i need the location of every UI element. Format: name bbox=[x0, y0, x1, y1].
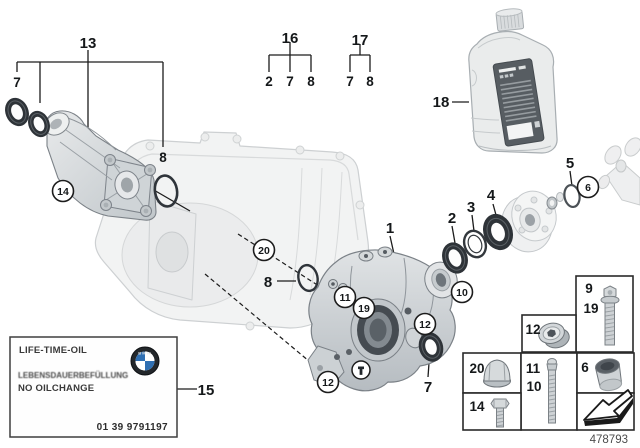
sleeve-glyph bbox=[595, 358, 623, 392]
shaft-seal-7b bbox=[28, 110, 50, 138]
legend-num-14: 14 bbox=[469, 399, 485, 414]
bottle-label bbox=[492, 58, 545, 147]
circled-callouts: 14 20 10 11 19 12 12 6 bbox=[51, 175, 600, 394]
hex-bolt-glyph bbox=[490, 398, 510, 428]
circled-20-text: 20 bbox=[258, 245, 270, 257]
lifetime-oil-sticker: LIFE-TIME-OIL LEBENSDAUERBEFÜLLUNG NO OI… bbox=[9, 336, 178, 438]
bmw-logo-text: BMW bbox=[138, 351, 152, 356]
callout-7-b17: 7 bbox=[346, 74, 354, 89]
circled-fastener-symbol bbox=[351, 360, 371, 380]
o-ring-8-middle bbox=[297, 263, 319, 293]
legend-num-19: 19 bbox=[583, 301, 598, 316]
ghost-oil-pan bbox=[94, 131, 370, 331]
legend-numbers: 9 19 12 20 11 10 6 14 bbox=[469, 281, 598, 414]
legend-num-20: 20 bbox=[469, 361, 484, 376]
callout-16: 16 bbox=[282, 30, 299, 47]
legend-box-14 bbox=[462, 392, 522, 431]
circlip-5 bbox=[563, 183, 581, 209]
callout-8-b17: 8 bbox=[366, 74, 374, 89]
circled-callout-20: 20 bbox=[252, 238, 276, 262]
callout-5: 5 bbox=[566, 155, 574, 172]
circled-11-text: 11 bbox=[339, 292, 350, 304]
doc-number: 478793 bbox=[590, 434, 628, 446]
circled-10-text: 10 bbox=[456, 287, 468, 299]
sticker-no-oilchange: NO OILCHANGE bbox=[18, 383, 94, 394]
legend-part-glyphs bbox=[483, 285, 633, 428]
circled-callout-10: 10 bbox=[450, 280, 474, 304]
sticker-blurred-line: LEBENSDAUERBEFÜLLUNG bbox=[18, 371, 128, 380]
flange-bolt-glyph bbox=[600, 285, 620, 346]
callout-4: 4 bbox=[487, 187, 496, 204]
output-shaft-housing-drawing bbox=[44, 110, 157, 221]
seal-4 bbox=[482, 213, 514, 251]
circled-6-text: 6 bbox=[585, 182, 591, 194]
ghost-driveshaft bbox=[597, 137, 640, 206]
circled-callout-19: 19 bbox=[352, 296, 376, 320]
circled-12-lower-text: 12 bbox=[322, 377, 334, 389]
callout-2-b16: 2 bbox=[265, 74, 273, 89]
callout-13: 13 bbox=[80, 35, 97, 52]
washer bbox=[546, 192, 564, 210]
long-bolt-glyph bbox=[546, 358, 558, 424]
callout-17: 17 bbox=[352, 32, 369, 49]
seal-2 bbox=[442, 242, 468, 274]
callout-8-b16: 8 bbox=[307, 74, 315, 89]
callout-3: 3 bbox=[467, 199, 475, 216]
sticker-title: LIFE-TIME-OIL bbox=[19, 345, 87, 356]
callout-labels: 13 7 8 16 2 7 8 17 7 8 18 1 2 3 4 5 8 7 … bbox=[13, 30, 574, 399]
circled-callout-12-upper: 12 bbox=[413, 312, 437, 336]
o-ring-8-left bbox=[153, 174, 179, 208]
legend-num-9: 9 bbox=[585, 281, 593, 296]
callout-8-left: 8 bbox=[159, 150, 167, 165]
seal-7-bottom bbox=[418, 332, 444, 362]
callout-18: 18 bbox=[433, 94, 450, 111]
callout-15: 15 bbox=[198, 382, 215, 399]
circled-callout-11: 11 bbox=[333, 285, 357, 309]
mini-bolt-icon bbox=[358, 366, 364, 375]
bmw-roundel-icon: BMW bbox=[130, 346, 160, 376]
circled-callout-12-lower: 12 bbox=[316, 370, 340, 394]
circled-19-text: 19 bbox=[358, 303, 370, 315]
callout-7-topleft: 7 bbox=[13, 75, 21, 90]
callout-7-bottom: 7 bbox=[424, 379, 432, 396]
legend-num-12: 12 bbox=[525, 322, 540, 337]
circled-12-upper-text: 12 bbox=[419, 319, 431, 331]
legend-num-6: 6 bbox=[581, 360, 589, 375]
dome-plug-glyph bbox=[483, 359, 511, 388]
callout-8-middle: 8 bbox=[264, 274, 272, 291]
front-differential-drawing bbox=[307, 246, 458, 392]
callout-1: 1 bbox=[386, 220, 394, 237]
shaft-seal-7a bbox=[5, 97, 29, 127]
callout-2: 2 bbox=[448, 210, 456, 227]
oil-bottle-drawing bbox=[468, 8, 558, 154]
ghost-output-flange bbox=[501, 190, 557, 253]
legend-num-11: 11 bbox=[526, 361, 541, 376]
circled-14-text: 14 bbox=[57, 186, 69, 198]
circled-callout-6: 6 bbox=[576, 175, 600, 199]
circled-callout-14: 14 bbox=[51, 179, 75, 203]
sticker-part-number: 01 39 9791197 bbox=[97, 422, 168, 433]
callout-7-b16: 7 bbox=[286, 74, 294, 89]
drain-plug-glyph bbox=[538, 322, 570, 349]
ring-3 bbox=[462, 229, 488, 259]
direction-arrow-icon bbox=[583, 389, 633, 426]
legend-num-10: 10 bbox=[526, 379, 541, 394]
